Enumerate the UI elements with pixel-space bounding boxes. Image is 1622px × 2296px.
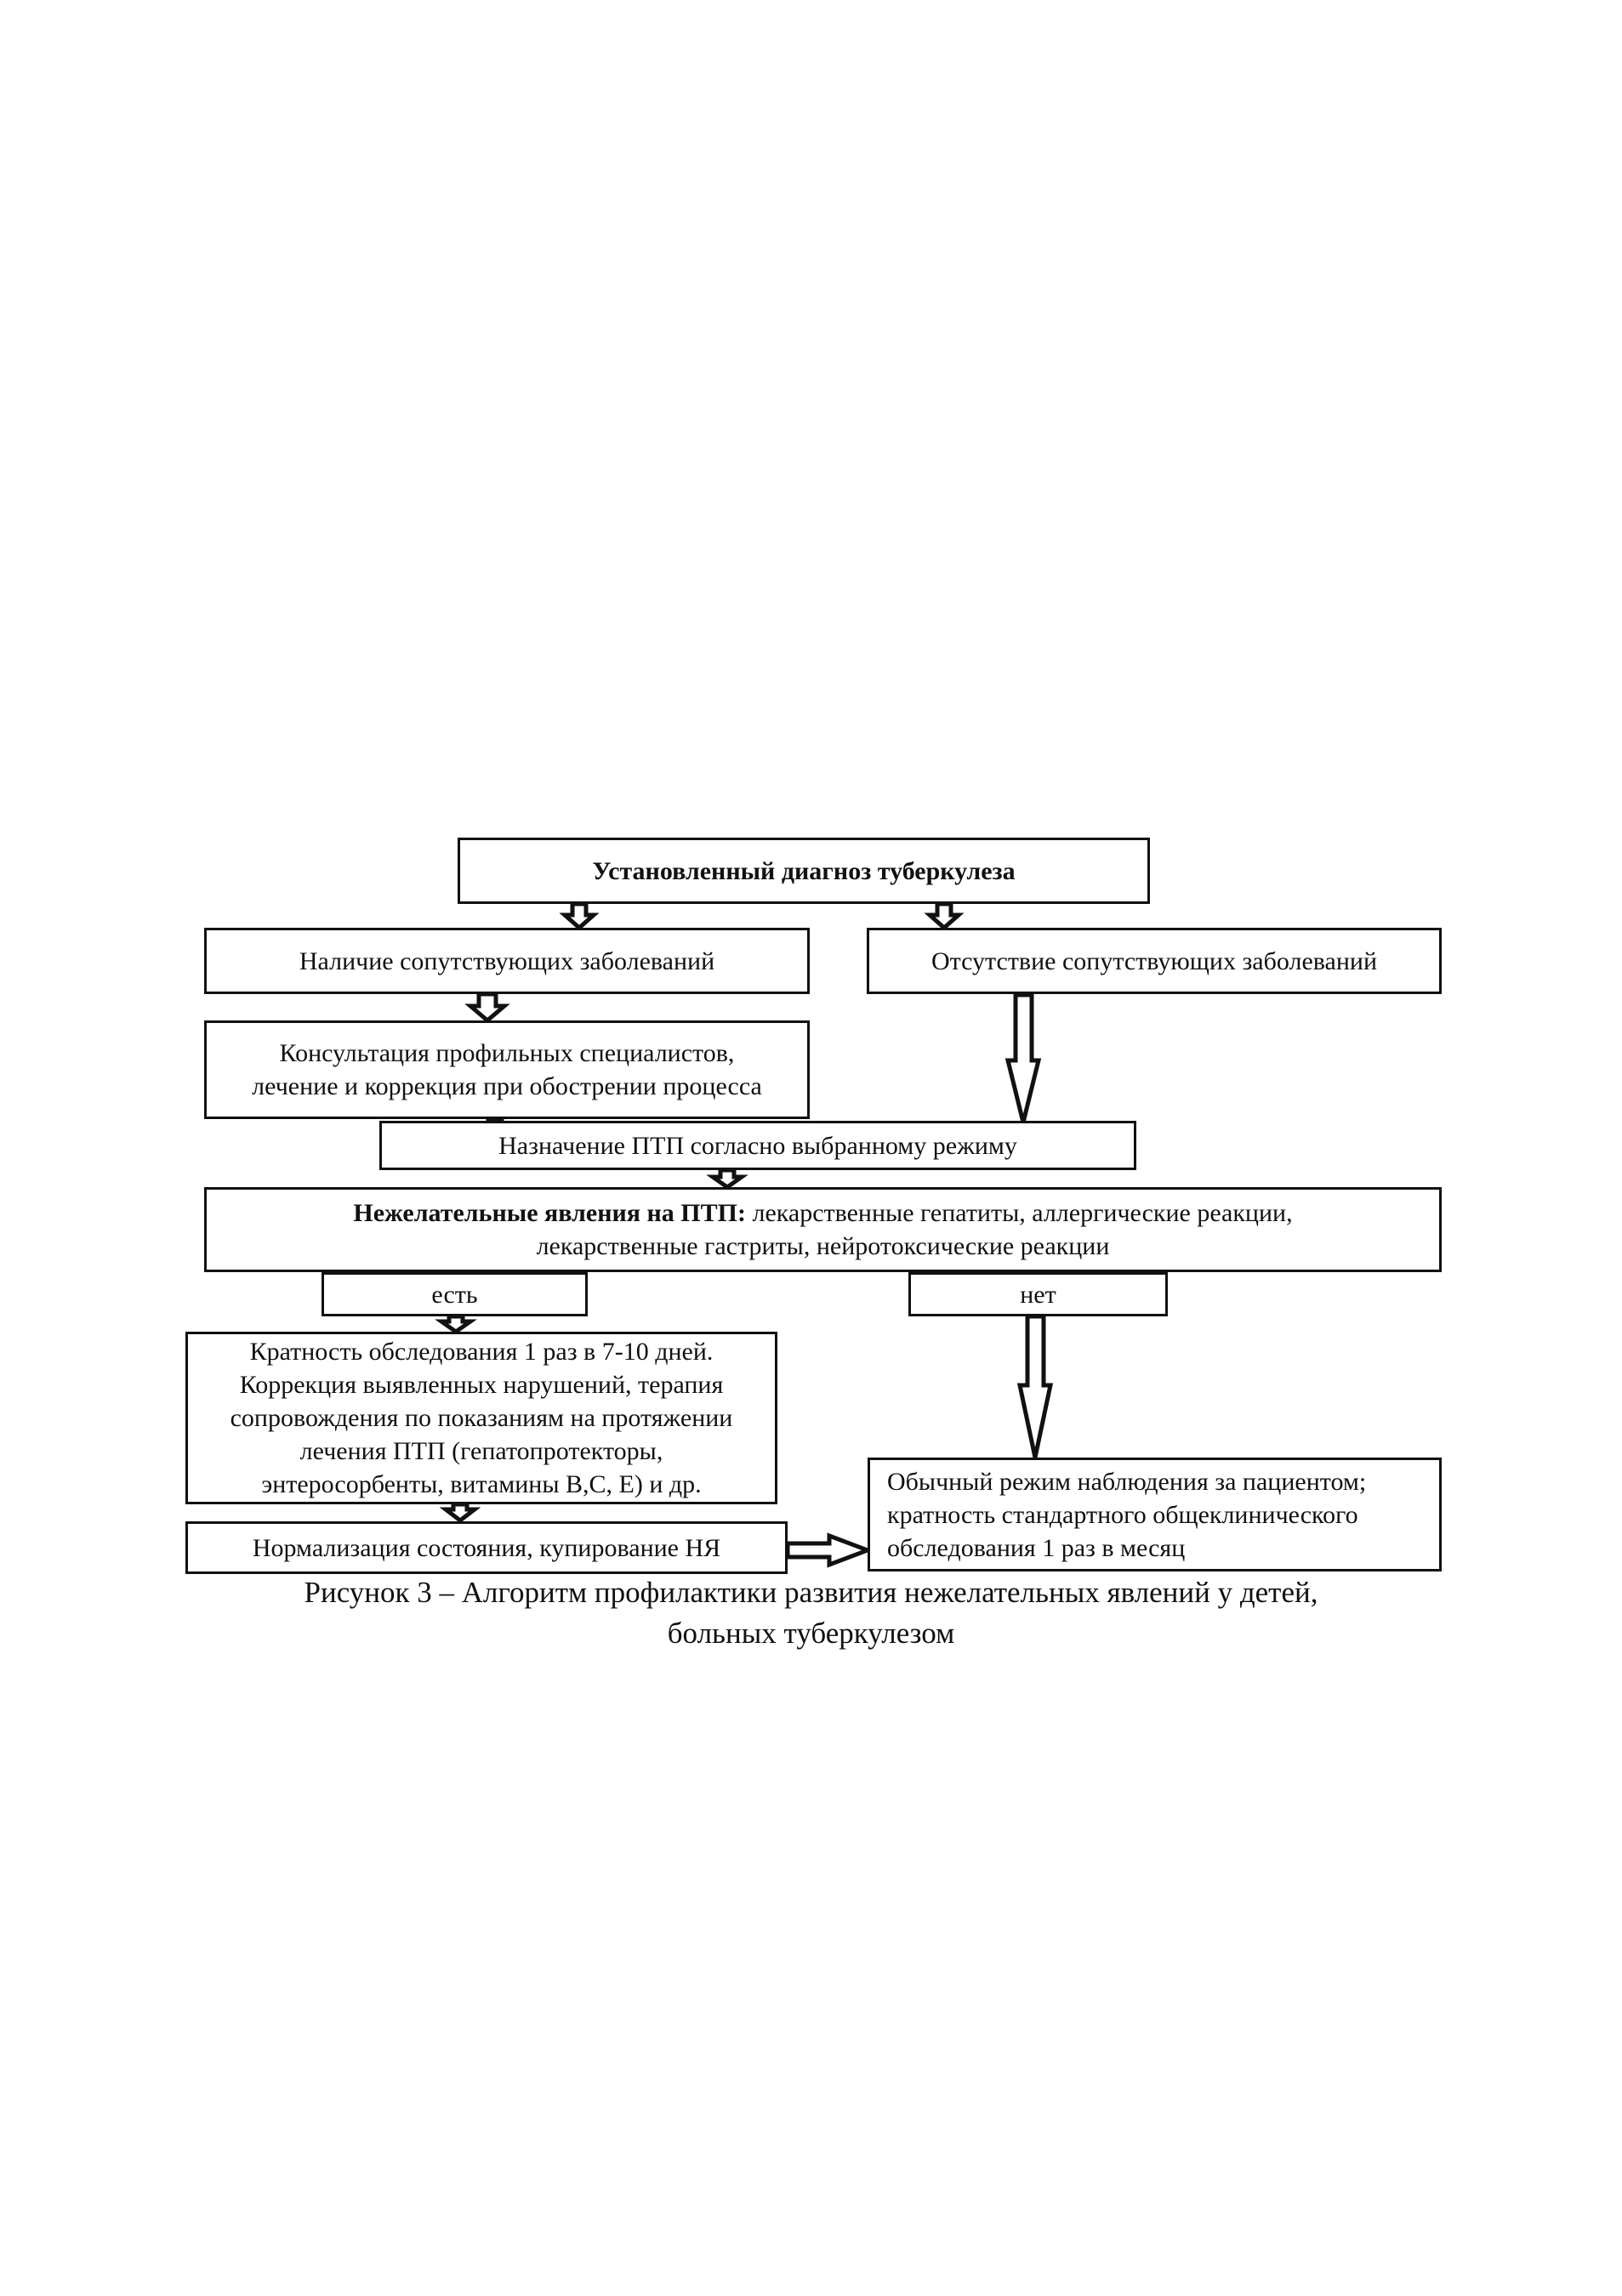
adverse-text-1: лекарственные гепатиты, аллергические ре… <box>745 1199 1293 1227</box>
routine-line-1: Обычный режим наблюдения за пациентом; <box>887 1467 1367 1496</box>
routine-line-3: обследования 1 раз в месяц <box>887 1533 1186 1562</box>
diagnosis-box: Установленный диагноз туберкулеза <box>458 838 1150 904</box>
arrow-comorbid-to-consultation <box>464 992 510 1024</box>
frequent-line-4: лечения ПТП (гепатопротекторы, <box>299 1437 663 1465</box>
frequent-line-3: сопровождения по показаниям на протяжени… <box>230 1404 733 1432</box>
frequent-line-5: энтеросорбенты, витамины В,С, Е) и др. <box>261 1470 702 1498</box>
frequent-line-2: Коррекция выявленных нарушений, терапия <box>239 1371 724 1399</box>
prescription-box: Назначение ПТП согласно выбранному режим… <box>379 1121 1136 1170</box>
arrow-yes-to-frequent <box>435 1314 477 1335</box>
adverse-line-1: Нежелательные явления на ПТП: лекарствен… <box>353 1196 1292 1230</box>
routine-line-2: кратность стандартного общеклинического <box>887 1500 1358 1529</box>
frequent-monitoring-box: Кратность обследования 1 раз в 7-10 дней… <box>185 1332 777 1504</box>
adverse-heading: Нежелательные явления на ПТП: <box>353 1199 746 1227</box>
arrow-normalization-to-routine <box>785 1532 874 1568</box>
adverse-line-2: лекарственные гастриты, нейротоксические… <box>537 1230 1110 1263</box>
normalization-text: Нормализация состояния, купирование НЯ <box>252 1533 721 1562</box>
figure-caption-line-1: Рисунок 3 – Алгоритм профилактики развит… <box>304 1576 1318 1609</box>
arrow-prescription-to-adverse <box>706 1168 748 1191</box>
arrow-frequent-to-normalization <box>439 1502 481 1524</box>
arrow-no-comorbid-to-prescription <box>1005 992 1042 1123</box>
adverse-effects-box: Нежелательные явления на ПТП: лекарствен… <box>204 1187 1442 1272</box>
comorbid-absent-box: Отсутствие сопутствующих заболеваний <box>867 928 1442 994</box>
no-label-box: нет <box>908 1272 1168 1316</box>
consultation-box: Консультация профильных специалистов, ле… <box>204 1020 810 1119</box>
normalization-box: Нормализация состояния, купирование НЯ <box>185 1521 788 1574</box>
arrow-diagnosis-to-no-comorbid <box>924 901 965 931</box>
comorbid-absent-text: Отсутствие сопутствующих заболеваний <box>931 946 1378 975</box>
routine-monitoring-box: Обычный режим наблюдения за пациентом; к… <box>868 1458 1442 1571</box>
adverse-text-2: лекарственные гастриты, нейротоксические… <box>536 1232 1110 1260</box>
figure-caption-line-2: больных туберкулезом <box>667 1617 955 1650</box>
consultation-line-2: лечение и коррекция при обострении проце… <box>252 1072 762 1100</box>
frequent-line-1: Кратность обследования 1 раз в 7-10 дней… <box>249 1338 714 1366</box>
arrow-no-to-routine <box>1016 1314 1054 1458</box>
consultation-line-1: Консультация профильных специалистов, <box>279 1039 735 1067</box>
arrow-diagnosis-to-comorbid <box>559 901 600 931</box>
no-label: нет <box>1020 1280 1056 1309</box>
prescription-text: Назначение ПТП согласно выбранному режим… <box>498 1131 1017 1160</box>
comorbid-present-box: Наличие сопутствующих заболеваний <box>204 928 810 994</box>
yes-label: есть <box>431 1280 478 1309</box>
diagnosis-text: Установленный диагноз туберкулеза <box>592 856 1016 885</box>
comorbid-present-text: Наличие сопутствующих заболеваний <box>299 946 715 975</box>
yes-label-box: есть <box>322 1272 588 1316</box>
